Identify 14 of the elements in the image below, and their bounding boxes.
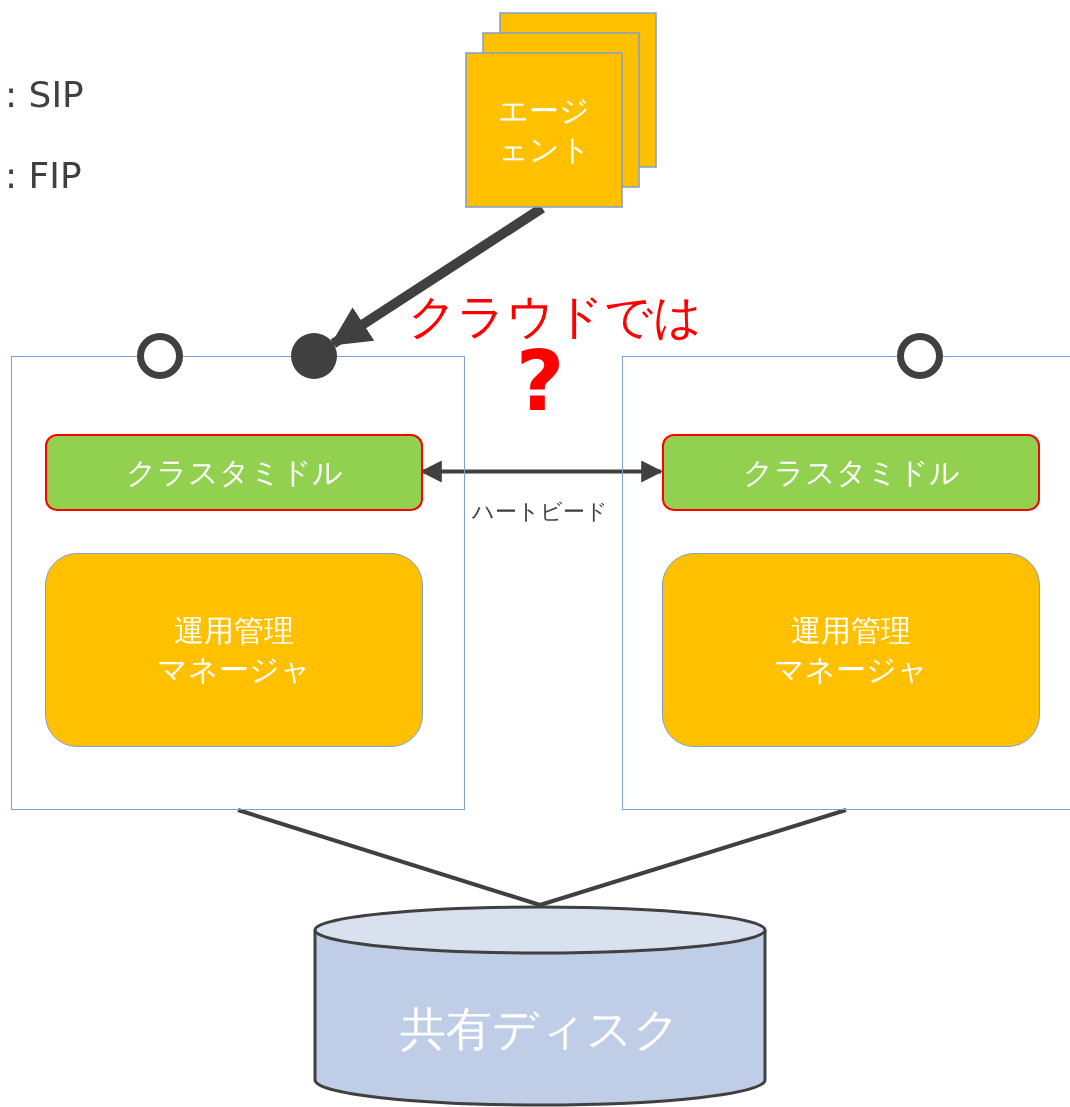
ip-circle xyxy=(137,333,183,379)
ip-circle xyxy=(291,333,337,379)
connector-line xyxy=(539,808,847,907)
server-frame xyxy=(11,356,465,810)
server-frame xyxy=(622,356,1070,810)
legend-text: : FIP xyxy=(5,156,82,196)
manager-box: 運用管理マネージャ xyxy=(662,553,1040,747)
legend-text: : SIP xyxy=(5,75,84,115)
connector-line xyxy=(237,808,541,907)
disk-cylinder: 共有ディスク xyxy=(313,905,767,1105)
middleware-box: クラスタミドル xyxy=(45,434,423,511)
middleware-box: クラスタミドル xyxy=(662,434,1040,511)
manager-box: 運用管理マネージャ xyxy=(45,553,423,747)
ip-circle xyxy=(897,333,943,379)
